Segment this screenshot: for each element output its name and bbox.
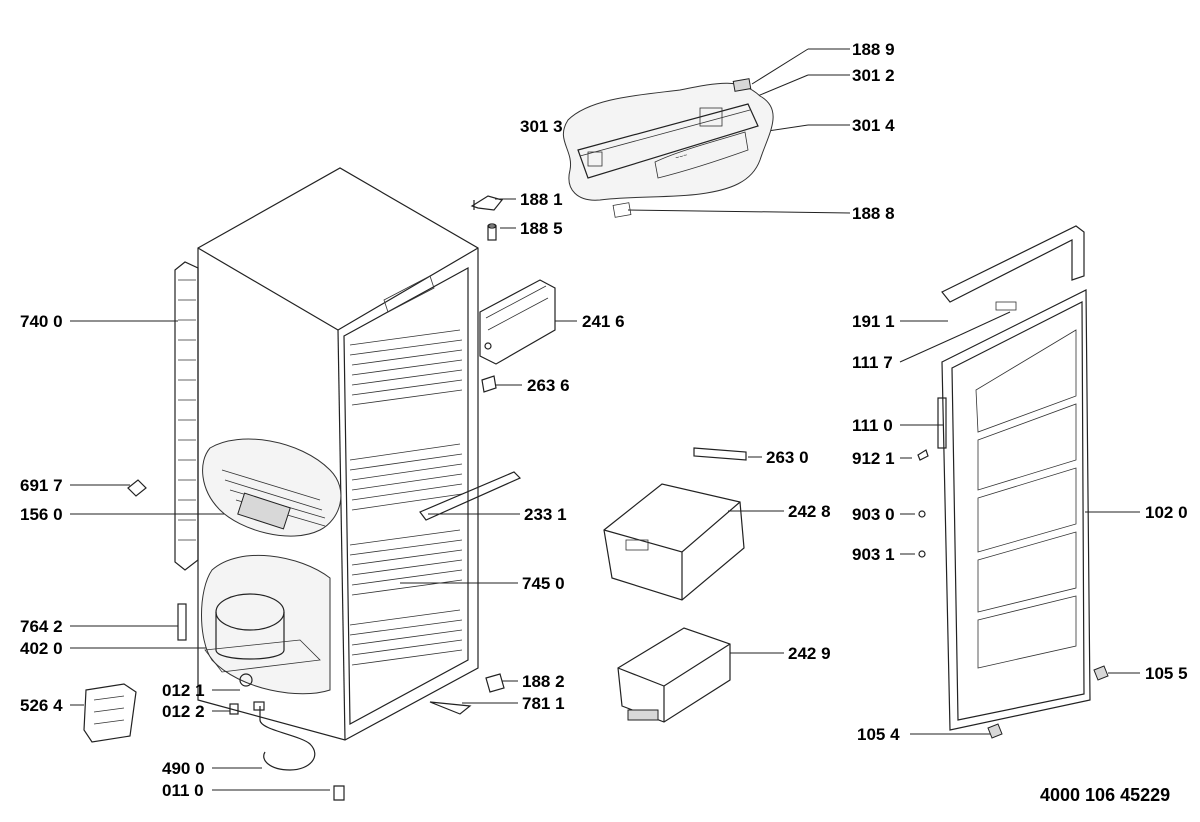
part-label-242-9: 242 9 [788, 644, 831, 663]
part-label-188-1: 188 1 [520, 190, 563, 209]
part-label-188-5: 188 5 [520, 219, 563, 238]
part-label-233-1: 233 1 [524, 505, 567, 524]
part-label-191-1: 191 1 [852, 312, 895, 331]
part-label-102-0: 102 0 [1145, 503, 1188, 522]
rail-bracket [419, 471, 522, 521]
part-label-156-0: 156 0 [20, 505, 63, 524]
part-label-263-6: 263 6 [527, 376, 570, 395]
thermostat-housing [479, 279, 556, 393]
part-label-691-7: 691 7 [20, 476, 63, 495]
part-label-903-1: 903 1 [852, 545, 895, 564]
part-label-301-2: 301 2 [852, 66, 895, 85]
part-label-105-4: 105 4 [857, 725, 900, 744]
part-label-111-0: 111 0 [852, 416, 893, 435]
part-label-301-3: 301 3 [520, 117, 563, 136]
part-label-745-0: 745 0 [522, 574, 565, 593]
part-label-526-4: 526 4 [20, 696, 63, 715]
freezer-door [917, 225, 1109, 739]
part-label-490-0: 490 0 [162, 759, 205, 778]
part-label-740-0: 740 0 [20, 312, 63, 331]
part-label-764-2: 764 2 [20, 617, 63, 636]
part-label-263-0: 263 0 [766, 448, 809, 467]
leader-lines [70, 48, 1140, 791]
part-label-912-1: 912 1 [852, 449, 895, 468]
part-label-241-6: 241 6 [582, 312, 625, 331]
part-label-105-5: 105 5 [1145, 664, 1188, 683]
part-label-301-4: 301 4 [852, 116, 895, 135]
part-label-012-1: 012 1 [162, 681, 205, 700]
bottom-small-parts [83, 479, 505, 801]
part-label-903-0: 903 0 [852, 505, 895, 524]
part-label-188-8: 188 8 [852, 204, 895, 223]
part-label-111-7: 111 7 [852, 353, 893, 372]
document-number: 4000 106 45229 [1040, 785, 1171, 805]
part-label-781-1: 781 1 [522, 694, 565, 713]
part-label-012-2: 012 2 [162, 702, 205, 721]
part-label-242-8: 242 8 [788, 502, 831, 521]
freezer-baskets [603, 447, 747, 723]
svg-text:~~~: ~~~ [675, 152, 689, 162]
part-label-402-0: 402 0 [20, 639, 63, 658]
small-brackets [470, 195, 504, 241]
part-label-011-0: 011 0 [162, 781, 204, 800]
freezer-cabinet [174, 167, 479, 741]
part-label-188-2: 188 2 [522, 672, 565, 691]
part-label-188-9: 188 9 [852, 40, 895, 59]
control-panel-assembly: ~~~ [562, 78, 774, 218]
